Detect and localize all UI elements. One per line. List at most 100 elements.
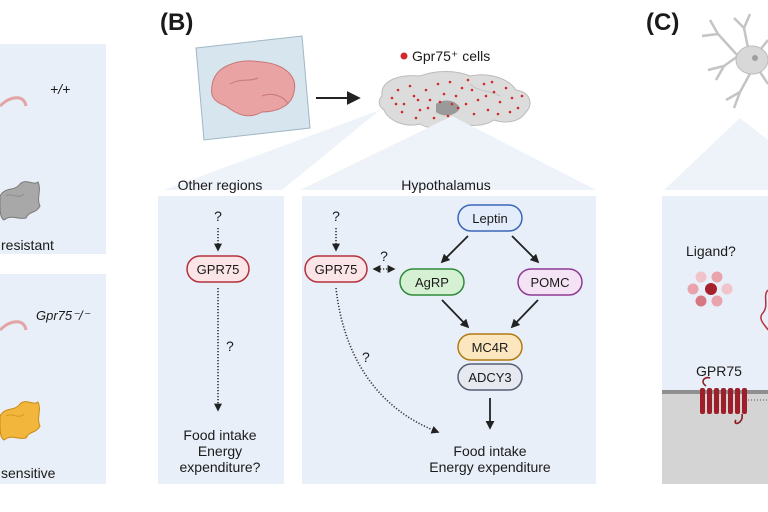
neuron-soma	[735, 45, 768, 75]
sagittal-brain-slice-icon	[195, 35, 311, 141]
gpr75-cell-legend-dot	[400, 52, 408, 60]
gpr75-cell-dot	[446, 114, 450, 118]
gpr75-cell-dot	[432, 116, 436, 120]
adcy3-label: ADCY3	[468, 370, 511, 385]
gpr75-cell-dot	[436, 82, 440, 86]
pomc-to-mc4r-arrow	[510, 299, 539, 329]
hypothalamus-title: Hypothalamus	[401, 177, 491, 193]
gpr75-cell-dot	[486, 108, 490, 112]
panel-a-top-box	[0, 44, 106, 254]
agrp-label: AgRP	[415, 275, 449, 290]
gpr75-node-other: GPR75	[186, 255, 250, 283]
gpr75-cell-dot	[396, 88, 400, 92]
gpr75-node-other-label: GPR75	[197, 262, 240, 277]
gpr75-cell-dot	[476, 98, 480, 102]
hypo-question-curve: ?	[362, 349, 370, 365]
receptor-label: GPR75	[696, 363, 742, 379]
gpr75-cell-dot	[428, 98, 432, 102]
mc4r-node: MC4R	[457, 333, 523, 361]
gpr75-cell-dots	[390, 78, 524, 120]
gpr75-node-hypothalamus-label: GPR75	[315, 262, 358, 277]
gpr75-receptor-icon	[700, 376, 768, 425]
agrp-node: AgRP	[399, 268, 465, 296]
zoom-wedge-hypothalamus	[300, 116, 596, 190]
gpr75-cell-dot	[498, 100, 502, 104]
panel-a-bottom-box	[0, 274, 106, 484]
gpr75-cell-dot	[394, 102, 398, 106]
status-bottom: sensitive	[1, 465, 56, 481]
adipose-tissue-icon	[0, 401, 41, 441]
ligand-cluster-icon	[687, 271, 733, 307]
other-question-top: ?	[214, 208, 222, 224]
panel-b-label: (B)	[160, 9, 193, 36]
panel-b: (B) Gpr75⁺ cells Other regions ?	[158, 9, 596, 484]
other-regions-title: Other regions	[178, 177, 263, 193]
gpr75-cell-dot	[508, 110, 512, 114]
gpr75-cell-dot	[402, 102, 406, 106]
gpr75-cell-dot	[416, 98, 420, 102]
neuron-nucleus	[752, 55, 758, 61]
hypo-outcome-line1: Food intake	[453, 443, 526, 459]
gpr75-cell-dot	[442, 92, 446, 96]
gpr75-cell-dot	[412, 94, 416, 98]
gpr75-cell-dot	[426, 106, 430, 110]
gpr75-cell-dot	[450, 102, 454, 106]
gpr75-cell-dot	[466, 78, 470, 82]
gpr75-cell-dot	[464, 102, 468, 106]
panel-c: (C) Ligand?	[646, 9, 768, 484]
other-outcome-line2: Energy	[198, 443, 242, 459]
genotype-bottom: Gpr75⁻/⁻	[36, 308, 91, 323]
gpr75-cell-dot	[408, 84, 412, 88]
status-top: resistant	[1, 237, 54, 253]
gpr75-cell-dot	[482, 82, 486, 86]
leptin-label: Leptin	[472, 211, 507, 226]
adcy3-node: ADCY3	[457, 363, 523, 391]
gpr75-cell-dot	[448, 80, 452, 84]
gpr75-cell-dot	[456, 106, 460, 110]
gpr75-cell-dot	[460, 86, 464, 90]
gpr75-cell-dot	[492, 90, 496, 94]
pomc-label: POMC	[531, 275, 570, 290]
pomc-node: POMC	[517, 268, 583, 296]
hypo-question-top: ?	[332, 208, 340, 224]
gpr75-cell-dot	[400, 110, 404, 114]
other-outcome-line1: Food intake	[183, 427, 256, 443]
gpr75-cell-dot	[510, 96, 514, 100]
gpr75-cell-dot	[516, 106, 520, 110]
hypo-question-link: ?	[380, 248, 388, 264]
gpr75-cell-dot	[418, 108, 422, 112]
leptin-to-pomc-arrow	[511, 235, 540, 264]
gpr75-cell-dot	[484, 94, 488, 98]
gpr75-cell-dot	[438, 100, 442, 104]
mc4r-label: MC4R	[472, 340, 509, 355]
other-outcome-line3: expenditure?	[180, 459, 261, 475]
gpr75-cell-dot	[472, 112, 476, 116]
gpr75-cell-dot	[496, 112, 500, 116]
gpr75-cell-dot	[504, 86, 508, 90]
hypo-outcome-line2: Energy expenditure	[429, 459, 551, 475]
gpr75-cell-dot	[454, 94, 458, 98]
hypothalamus-box	[302, 196, 596, 484]
gpr75-cell-dot	[424, 88, 428, 92]
genotype-top: +/+	[50, 81, 70, 97]
agrp-to-mc4r-arrow	[441, 299, 470, 329]
other-question-mid: ?	[226, 338, 234, 354]
zoom-wedge-neuron	[664, 118, 768, 190]
gpr75-cell-dot	[390, 96, 394, 100]
gpr75-cell-dot	[414, 116, 418, 120]
leptin-to-agrp-arrow	[440, 235, 469, 264]
gpr75-cell-dot	[520, 94, 524, 98]
adipose-tissue-icon	[0, 181, 41, 221]
zoom-wedge-other	[164, 110, 380, 190]
gpr75-node-hypothalamus: GPR75	[304, 255, 368, 283]
leptin-node: Leptin	[457, 204, 523, 232]
mouse-icon	[0, 320, 28, 332]
gpr75-cell-legend: Gpr75⁺ cells	[412, 48, 490, 64]
brain-section-with-gpr75-cells-icon	[378, 71, 531, 129]
mouse-icon	[0, 96, 28, 108]
neuron-icon	[701, 13, 768, 109]
ligand-label: Ligand?	[686, 243, 736, 259]
gpr75-cell-dot	[470, 88, 474, 92]
panel-c-label: (C)	[646, 9, 679, 36]
